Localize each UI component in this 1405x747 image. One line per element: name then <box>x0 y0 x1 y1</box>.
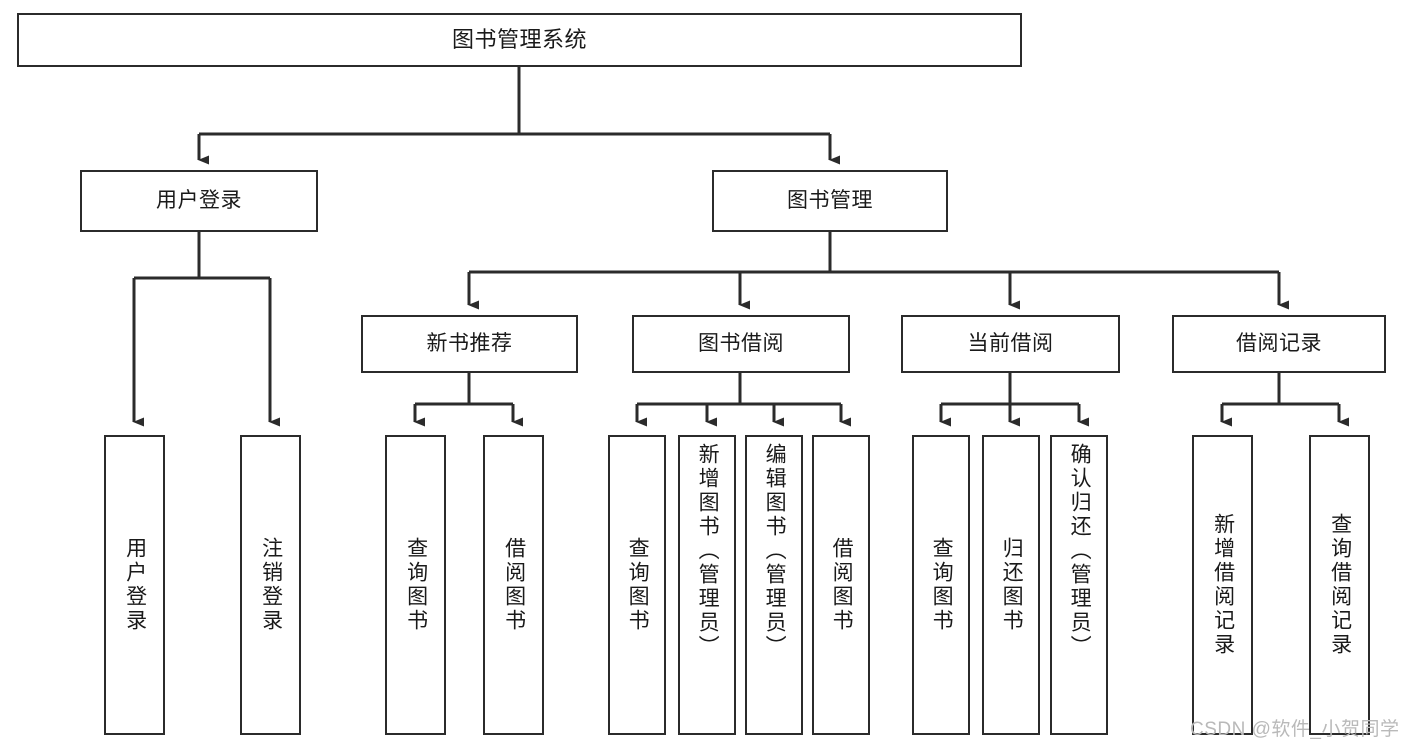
node-leaf-user-login-label: 用户登录 <box>123 537 147 633</box>
node-leaf-query-book-current-label: 查询图书 <box>930 537 954 633</box>
node-book-management[interactable]: 图书管理 <box>712 170 948 232</box>
node-user-login[interactable]: 用户登录 <box>80 170 318 232</box>
node-book-management-label: 图书管理 <box>787 188 873 212</box>
node-leaf-confirm-return-admin[interactable]: 确认归还（管理员） <box>1050 435 1108 735</box>
node-leaf-logout-label: 注销登录 <box>259 537 283 633</box>
node-leaf-borrow-book-borrow[interactable]: 借阅图书 <box>812 435 870 735</box>
node-leaf-add-book-admin-label: 新增图书（管理员） <box>696 443 720 659</box>
node-leaf-edit-book-admin-label: 编辑图书（管理员） <box>763 443 787 659</box>
node-book-borrow[interactable]: 图书借阅 <box>632 315 850 373</box>
node-leaf-query-book-borrow[interactable]: 查询图书 <box>608 435 666 735</box>
node-book-borrow-label: 图书借阅 <box>698 331 784 355</box>
node-leaf-query-book-current[interactable]: 查询图书 <box>912 435 970 735</box>
node-root-label: 图书管理系统 <box>451 27 587 53</box>
node-new-book-recommend-label: 新书推荐 <box>426 331 513 355</box>
node-leaf-add-borrow-record[interactable]: 新增借阅记录 <box>1192 435 1253 735</box>
node-leaf-borrow-book-newbook[interactable]: 借阅图书 <box>483 435 544 735</box>
node-leaf-add-book-admin[interactable]: 新增图书（管理员） <box>678 435 736 735</box>
node-leaf-return-book-label: 归还图书 <box>1000 537 1024 633</box>
node-leaf-borrow-book-newbook-label: 借阅图书 <box>502 537 526 633</box>
node-leaf-confirm-return-admin-label: 确认归还（管理员） <box>1068 443 1092 659</box>
node-leaf-add-borrow-record-label: 新增借阅记录 <box>1211 513 1235 657</box>
node-leaf-edit-book-admin[interactable]: 编辑图书（管理员） <box>745 435 803 735</box>
node-user-login-label: 用户登录 <box>156 188 242 212</box>
node-borrow-record[interactable]: 借阅记录 <box>1172 315 1386 373</box>
node-leaf-query-borrow-record-label: 查询借阅记录 <box>1328 513 1352 657</box>
node-leaf-user-login[interactable]: 用户登录 <box>104 435 165 735</box>
node-leaf-borrow-book-borrow-label: 借阅图书 <box>830 537 854 633</box>
node-borrow-record-label: 借阅记录 <box>1236 331 1322 355</box>
node-leaf-logout[interactable]: 注销登录 <box>240 435 301 735</box>
node-new-book-recommend[interactable]: 新书推荐 <box>361 315 578 373</box>
node-leaf-query-book-borrow-label: 查询图书 <box>626 537 650 633</box>
node-leaf-query-book-newbook[interactable]: 查询图书 <box>385 435 446 735</box>
node-current-borrow-label: 当前借阅 <box>967 331 1054 355</box>
node-leaf-return-book[interactable]: 归还图书 <box>982 435 1040 735</box>
node-root-book-management-system[interactable]: 图书管理系统 <box>17 13 1022 67</box>
node-leaf-query-borrow-record[interactable]: 查询借阅记录 <box>1309 435 1370 735</box>
node-leaf-query-book-newbook-label: 查询图书 <box>404 537 428 633</box>
node-current-borrow[interactable]: 当前借阅 <box>901 315 1120 373</box>
